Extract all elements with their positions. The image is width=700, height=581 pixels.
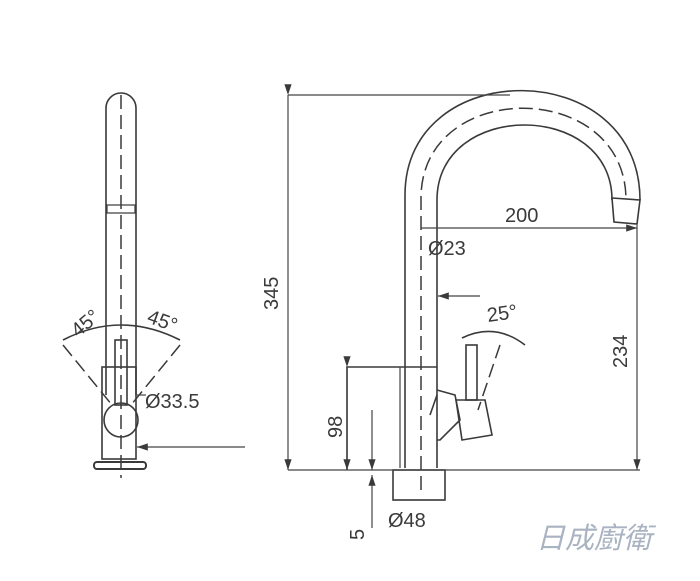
handle-hub — [429, 389, 461, 441]
swivel-left-label: 45° — [67, 306, 104, 342]
spout-outer — [404, 89, 641, 468]
spout-inner — [436, 124, 613, 468]
front-view: 345 200 Ø23 25° 234 98 Ø48 5 — [261, 84, 641, 540]
spout-diameter-label: Ø23 — [428, 238, 466, 260]
side-base-plate — [93, 461, 147, 470]
body-diameter-label: Ø33.5 — [145, 391, 199, 413]
base-diameter-label: Ø48 — [388, 510, 426, 532]
spout-tip — [611, 197, 641, 225]
reach-label: 200 — [505, 205, 538, 227]
handle-cartridge — [455, 399, 493, 441]
handle-angle-label: 25° — [486, 301, 519, 327]
side-body — [101, 366, 137, 460]
side-view: 45° 45° Ø33.5 — [62, 92, 245, 478]
height-total-label: 345 — [261, 277, 283, 310]
side-spout-tube — [105, 92, 137, 395]
base-shank — [392, 469, 446, 501]
handle-arc — [461, 330, 526, 346]
base-offset-label: 5 — [347, 529, 369, 540]
watermark: 日成廚衛 — [536, 521, 653, 555]
swivel-right-label: 45° — [144, 306, 180, 337]
spout-height-label: 234 — [610, 335, 632, 368]
handle-lever — [465, 344, 478, 401]
body-height-label: 98 — [325, 416, 347, 438]
